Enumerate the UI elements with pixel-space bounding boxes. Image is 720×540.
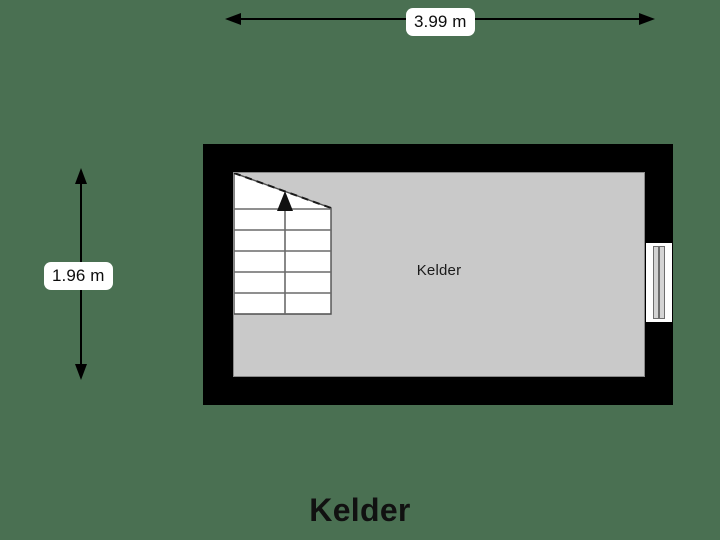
window-mullion	[658, 247, 660, 318]
width-dimension-label: 3.99 m	[406, 8, 475, 36]
stair-direction-arrow-icon	[277, 191, 293, 211]
room-label: Kelder	[416, 262, 462, 279]
window	[646, 243, 672, 322]
plan-title: Kelder	[309, 492, 411, 528]
height-dimension-label: 1.96 m	[44, 262, 113, 290]
staircase	[234, 173, 332, 315]
